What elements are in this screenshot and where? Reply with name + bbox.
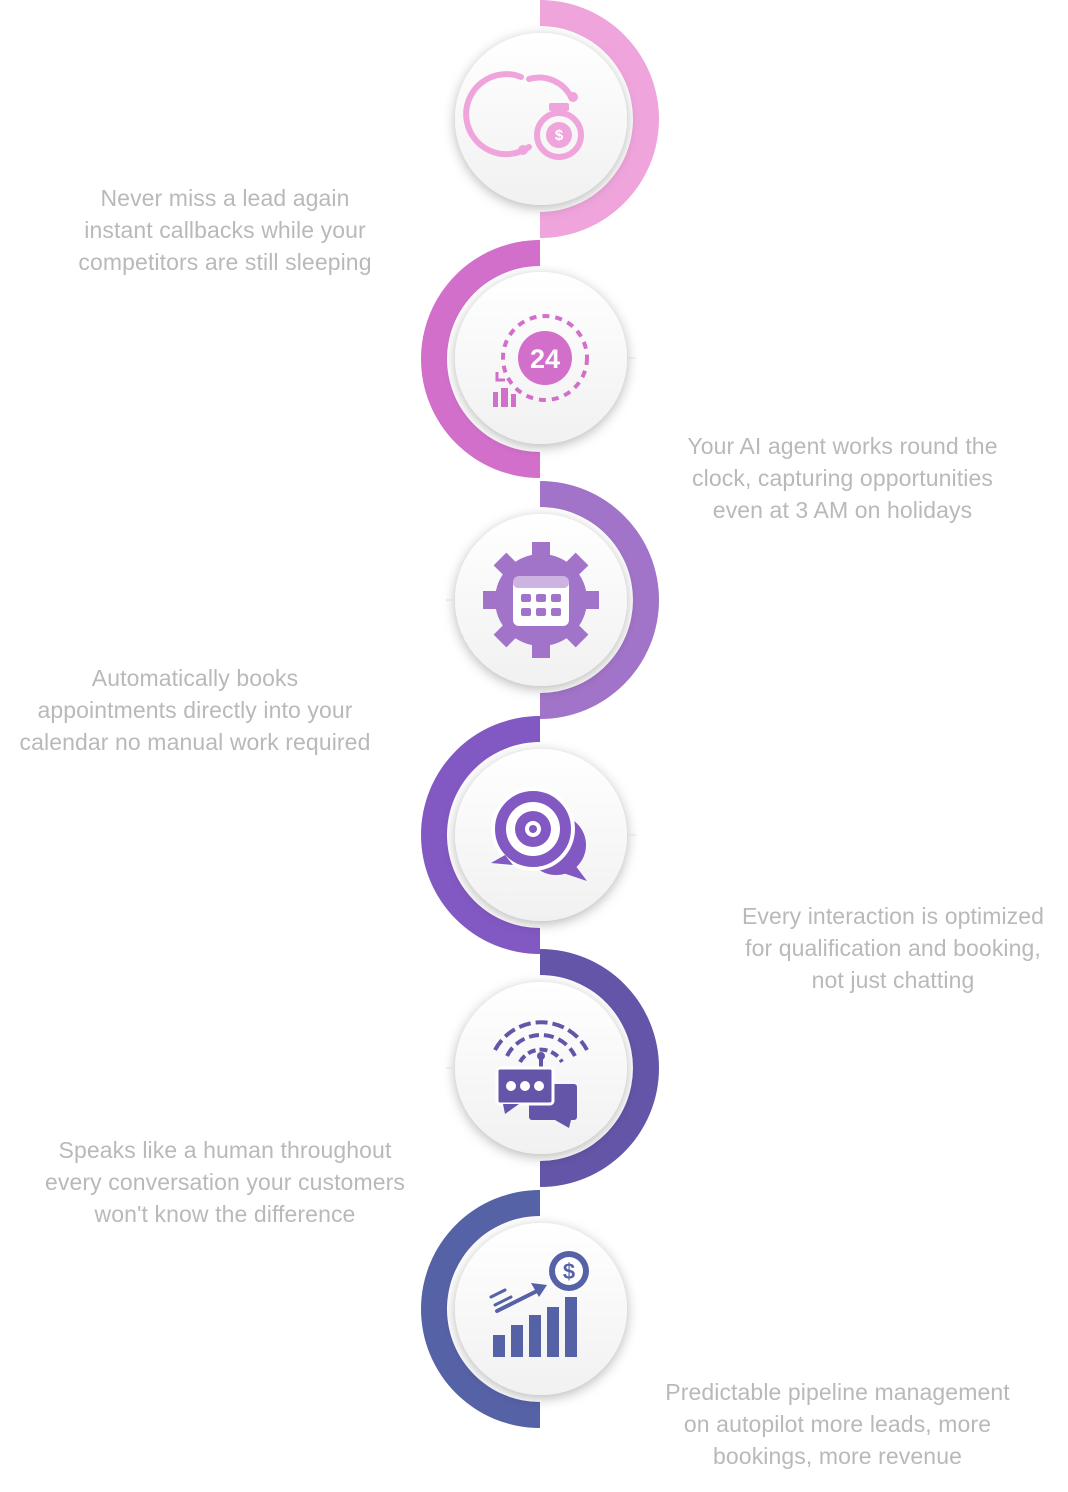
step-5-half-ring [540, 949, 659, 1187]
timeline-step-5 [455, 949, 659, 1187]
step-1-half-ring [540, 0, 659, 238]
step-2-caption: Your AI agent works round the clock, cap… [687, 433, 998, 523]
timeline-step-2: 24 [421, 240, 627, 478]
timeline-step-4 [421, 716, 627, 954]
dollar-symbol: $ [563, 1259, 575, 1284]
step-2-half-ring [421, 240, 540, 478]
step-4-half-ring [421, 716, 540, 954]
step-3-caption: Automatically books appointments directl… [19, 665, 371, 755]
wireless-chat-icon [493, 1020, 589, 1128]
clock-24-hours-icon: 24 [493, 314, 589, 407]
step-5-caption: Speaks like a human throughout every con… [45, 1137, 405, 1227]
step-3-half-ring [540, 481, 659, 719]
svg-text:$: $ [555, 127, 564, 144]
timeline-step-6: $ [421, 1190, 627, 1428]
step-6-icon-disc [455, 1223, 627, 1395]
timeline-step-3 [455, 481, 659, 719]
timeline-step-1: $ [455, 0, 659, 238]
chat-bubbles-target-icon [491, 787, 587, 881]
step-6-caption: Predictable pipeline management on autop… [665, 1379, 1010, 1469]
growth-chart-dollar-icon: $ [489, 1251, 589, 1357]
step-1-caption: Never miss a lead again instant callback… [78, 185, 372, 275]
clock-24-label: 24 [530, 344, 560, 374]
step-6-half-ring [421, 1190, 540, 1428]
step-4-caption: Every interaction is optimized for quali… [741, 903, 1045, 993]
stopwatch-dollar-icon: $ [463, 71, 584, 160]
calendar-gear-icon [483, 542, 599, 658]
